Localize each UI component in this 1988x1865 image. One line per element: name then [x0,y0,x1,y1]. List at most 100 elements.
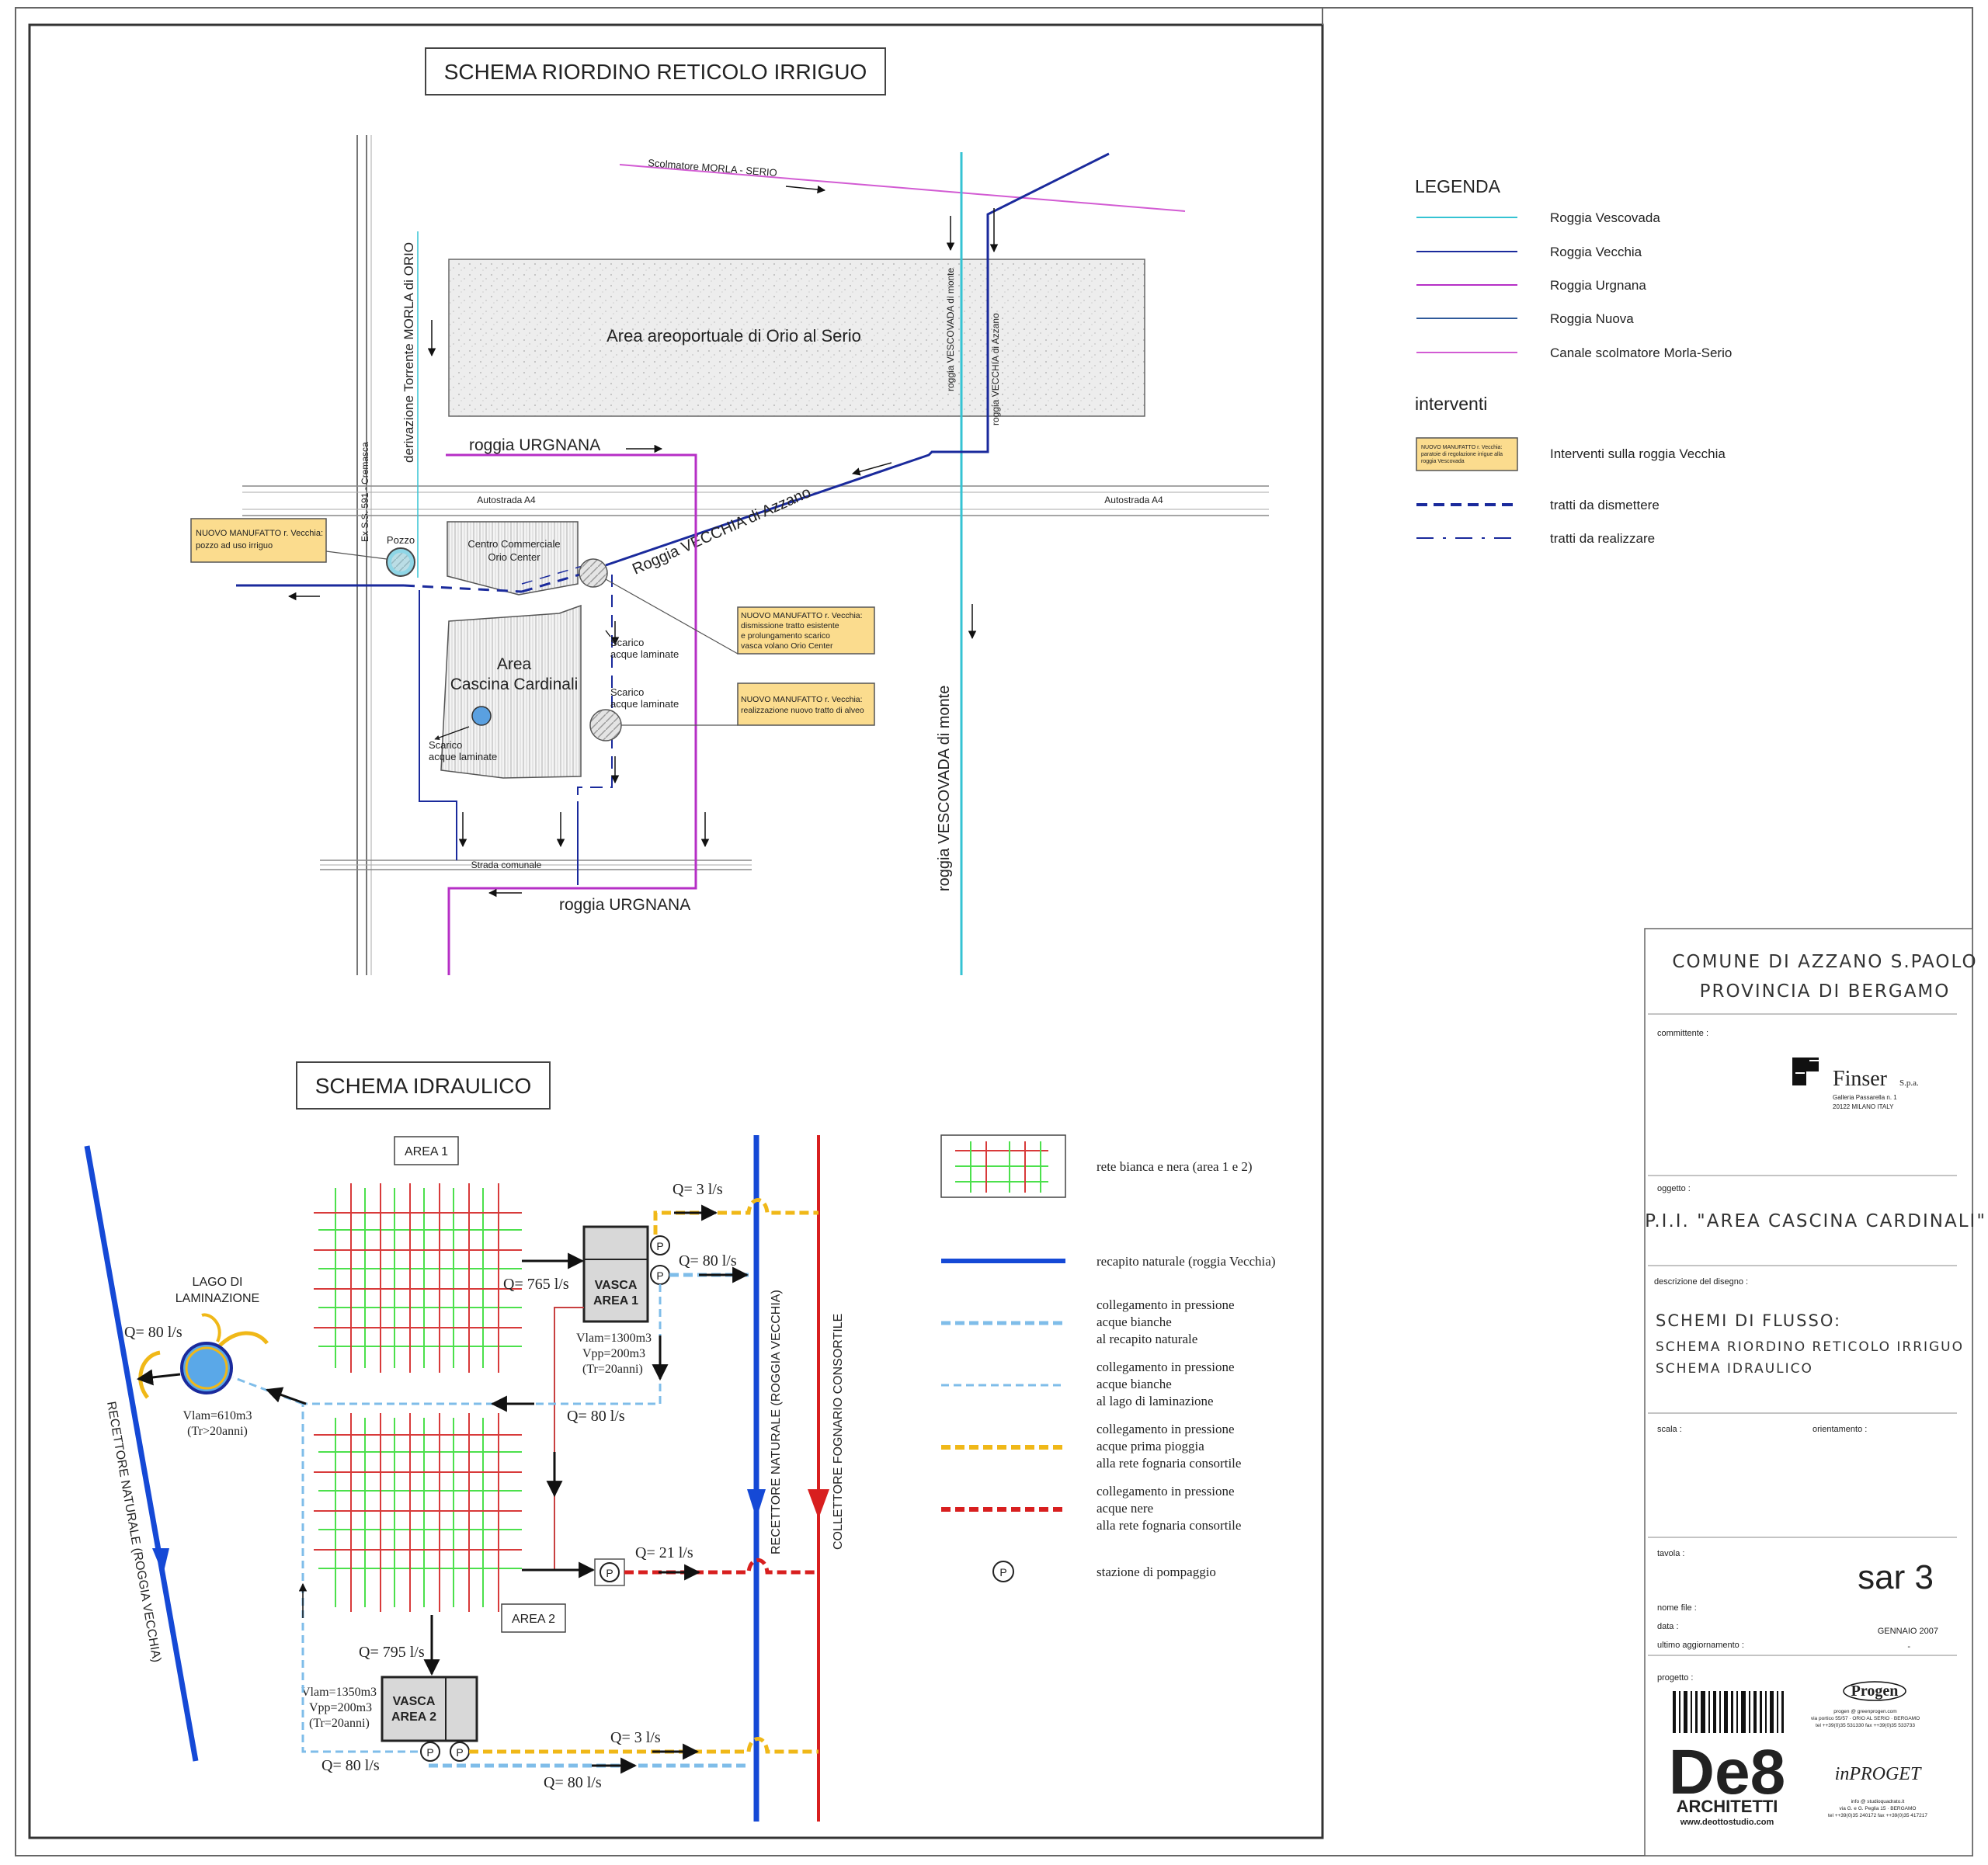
svg-text:e prolungamento scarico: e prolungamento scarico [741,631,830,641]
svg-text:collegamento in pressione: collegamento in pressione [1097,1360,1235,1374]
scarico-1a: Scarico [610,637,644,648]
de8-logo-icon [1673,1691,1784,1733]
svg-text:dismissione tratto esistente: dismissione tratto esistente [741,621,839,630]
svg-text:ultimo aggiornamento :: ultimo aggiornamento : [1657,1641,1744,1650]
svg-text:P: P [426,1746,433,1759]
svg-text:NUOVO MANUFATTO r. Vecchia:: NUOVO MANUFATTO r. Vecchia: [741,695,863,704]
q-80-d: Q= 80 l/s [544,1774,602,1791]
airport-label: Area areoportuale di Orio al Serio [606,326,861,346]
desc-3: SCHEMA IDRAULICO [1656,1361,1813,1377]
svg-text:acque bianche: acque bianche [1097,1315,1172,1329]
provincia: PROVINCIA DI BERGAMO [1700,981,1951,1002]
cascina-area [440,604,582,779]
svg-text:-: - [1907,1642,1910,1651]
interventi-title: interventi [1415,394,1487,414]
svg-text:AREA 2: AREA 2 [391,1710,436,1724]
intervention-circle-1 [579,558,608,588]
centro-label-2: Orio Center [488,551,540,563]
svg-text:acque bianche: acque bianche [1097,1377,1172,1391]
legend-item-scolmatore: Canale scolmatore Morla-Serio [1550,346,1732,360]
tavola: sar 3 [1858,1558,1934,1596]
progen-logo: Progen [1851,1683,1899,1700]
svg-text:info @ studioquadrato.it: info @ studioquadrato.it [1851,1799,1905,1804]
title-box-bottom: SCHEMA IDRAULICO [296,1061,551,1110]
vecchia-azzano-label: Roggia VECCHIA di Azzano [630,484,813,578]
roggia-urgnana-line [446,453,697,975]
area-label-2: Cascina Cardinali [450,675,579,693]
data-value: GENNAIO 2007 [1878,1627,1938,1636]
callout-realizzazione: NUOVO MANUFATTO r. Vecchia: realizzazion… [737,682,875,726]
svg-text:collegamento in pressione: collegamento in pressione [1097,1297,1235,1312]
finser-logo-icon [1792,1058,1819,1085]
autostrada-right: Autostrada A4 [1104,495,1163,505]
interventi-vecchia: Interventi sulla roggia Vecchia [1550,446,1726,461]
svg-text:tel ++39(0)35 531330 fax ++39(: tel ++39(0)35 531330 fax ++39(0)35 53373… [1816,1723,1915,1728]
svg-text:Vlam=1350m3: Vlam=1350m3 [301,1686,377,1699]
callout-dismissione: NUOVO MANUFATTO r. Vecchia: dismissione … [737,606,875,655]
urgnana-bottom-label: roggia URGNANA [559,896,690,914]
scarico-3a: Scarico [429,739,462,751]
recettore-mid-label: RECETTORE NATURALE (ROGGIA VECCHIA) [770,1290,783,1554]
pump-legend-icon [992,1561,1014,1582]
svg-text:oggetto :: oggetto : [1657,1184,1691,1193]
svg-text:scala :: scala : [1657,1425,1682,1434]
svg-text:acque prima pioggia: acque prima pioggia [1097,1439,1204,1453]
inproget-logo: inPROGET [1835,1764,1922,1784]
interventi-realizzare: tratti da realizzare [1550,531,1655,546]
svg-text:AREA 1: AREA 1 [593,1294,638,1308]
svg-text:P: P [606,1567,613,1579]
svg-text:P: P [456,1746,463,1759]
area2-label: AREA 2 [512,1613,555,1626]
strada-label: Strada comunale [471,860,542,870]
svg-text:NUOVO MANUFATTO r. Vecchia:: NUOVO MANUFATTO r. Vecchia: [1421,445,1502,450]
lago-label-1: LAGO DI [193,1276,243,1289]
oggetto: P.I.I. "AREA CASCINA CARDINALI" [1645,1211,1986,1231]
svg-text:via G. e G. Peglia 15 · BERGAM: via G. e G. Peglia 15 · BERGAMO [1840,1806,1917,1811]
grid-area-2 [314,1413,522,1612]
svg-text:Vlam=1300m3: Vlam=1300m3 [576,1332,652,1345]
pump-v1-top [650,1235,670,1255]
svg-text:via portico 55/57 · ORIO AL SE: via portico 55/57 · ORIO AL SERIO · BERG… [1811,1716,1920,1721]
title-block: COMUNE DI AZZANO S.PAOLO PROVINCIA DI BE… [1644,928,1986,1856]
svg-text:orientamento :: orientamento : [1812,1425,1867,1434]
irrigation-map: Area areoportuale di Orio al Serio Centr… [190,135,1269,975]
interventi-dismettere: tratti da dismettere [1550,498,1660,512]
svg-text:www.deottostudio.com: www.deottostudio.com [1680,1818,1774,1827]
title-bottom: SCHEMA IDRAULICO [315,1074,532,1098]
intervention-circle-2 [589,709,622,741]
svg-text:al recapito naturale: al recapito naturale [1097,1332,1197,1346]
vasca-area-1 [582,1225,649,1323]
vescovada-monte-small: roggia VESCOVADA di monte [945,267,956,391]
svg-text:al lago di laminazione: al lago di laminazione [1097,1394,1214,1408]
svg-text:stazione di pompaggio: stazione di pompaggio [1097,1565,1216,1579]
scarico-circle [471,706,492,726]
q-80-c: Q= 80 l/s [321,1757,380,1774]
svg-text:VASCA: VASCA [393,1695,436,1708]
lago-vol-2: (Tr>20anni) [187,1425,248,1438]
pump-v2-left [420,1742,440,1762]
legend-item-vescovada: Roggia Vescovada [1550,210,1660,225]
svg-text:(Tr=20anni): (Tr=20anni) [309,1717,370,1730]
scarico-2a: Scarico [610,686,644,698]
vasca-area-2 [381,1676,478,1742]
svg-text:Galleria Passarella n. 1: Galleria Passarella n. 1 [1833,1094,1897,1101]
legend-title: LEGENDA [1415,176,1501,196]
q-765: Q= 765 l/s [503,1276,569,1293]
svg-text:Vpp=200m3: Vpp=200m3 [582,1347,645,1360]
q-795: Q= 795 l/s [359,1644,425,1661]
q-3-a: Q= 3 l/s [673,1181,723,1198]
title-top: SCHEMA RIORDINO RETICOLO IRRIGUO [444,60,867,84]
scolmatore-line [619,164,1186,212]
roggia-vecchia-line [605,152,1110,567]
legend-hydraulic: rete bianca e nera (area 1 e 2) recapito… [940,1134,1275,1582]
finser-name: Finser [1833,1067,1888,1091]
svg-text:nome file :: nome file : [1657,1603,1697,1613]
svg-text:alla rete fognaria consortile: alla rete fognaria consortile [1097,1456,1241,1471]
svg-text:recapito naturale (roggia Vecc: recapito naturale (roggia Vecchia) [1097,1254,1275,1269]
callout-pozzo: NUOVO MANUFATTO r. Vecchia: pozzo ad uso… [190,518,327,563]
centro-label-1: Centro Commerciale [467,538,560,550]
svg-text:paratoie di regolazione irrigu: paratoie di regolazione irrigue alla [1421,452,1503,457]
svg-text:P: P [656,1240,663,1252]
autostrada-left: Autostrada A4 [477,495,536,505]
